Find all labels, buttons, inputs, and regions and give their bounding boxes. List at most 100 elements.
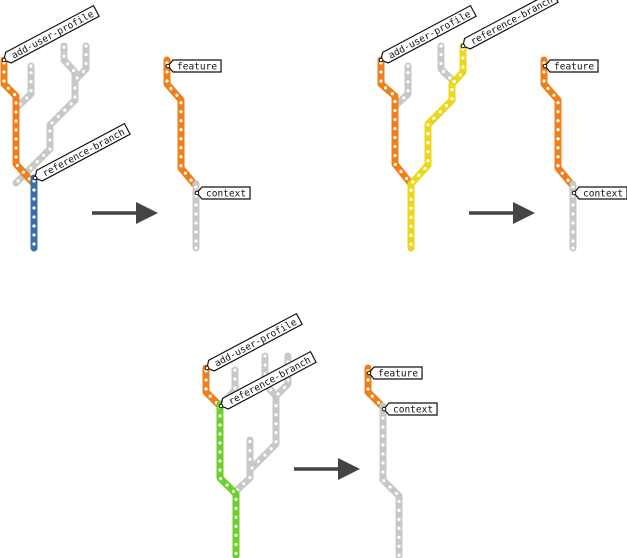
commit-dot	[194, 246, 198, 250]
commit-dot	[62, 45, 66, 49]
commit-dot	[417, 173, 421, 177]
commit-dot	[179, 101, 183, 105]
commit-dot	[218, 423, 222, 427]
commit-dot	[546, 86, 550, 91]
commit-dot	[571, 221, 575, 225]
commit-dot	[409, 233, 413, 237]
commit-dot	[542, 70, 546, 74]
branch-line	[407, 42, 467, 252]
commit-dot	[381, 470, 385, 474]
commit-dot	[248, 475, 252, 480]
commit-dot	[204, 387, 208, 391]
commit-dot	[231, 489, 236, 494]
commit-dot	[393, 162, 397, 167]
branch-label-flag	[196, 186, 251, 200]
panel-top-left-after: feature context	[163, 56, 251, 252]
commit-dots	[2, 61, 36, 186]
commit-dot	[32, 233, 36, 237]
commit-dot	[218, 432, 222, 436]
commit-dot	[73, 86, 77, 90]
commit-dot	[393, 144, 397, 149]
branch-line	[391, 62, 412, 110]
commit-dot	[406, 64, 410, 68]
branch-label-pin	[460, 43, 466, 49]
commit-dot	[194, 239, 198, 243]
branch-label-text: context	[206, 189, 246, 200]
commit-dot	[175, 93, 179, 97]
commit-dot	[14, 137, 18, 141]
commit-dot	[62, 54, 66, 58]
commit-dot	[179, 164, 183, 168]
commit-dot	[441, 69, 446, 74]
right-arrow-icon	[136, 202, 158, 224]
transition-arrow	[92, 202, 158, 224]
commit-dot	[32, 224, 36, 228]
commit-dot	[379, 70, 383, 74]
branch-label-flag	[368, 366, 423, 380]
commit-dot	[556, 110, 560, 114]
branch-label-text: reference-branch	[227, 355, 313, 408]
commit-dot	[556, 137, 560, 141]
commit-dot	[219, 477, 223, 481]
commit-dot	[35, 160, 39, 164]
panel-top-right-before: add-user-profile reference-branch	[377, 0, 559, 252]
branch-line	[379, 402, 403, 558]
commit-dot	[560, 171, 564, 175]
commit-dots	[542, 61, 575, 188]
commit-dot	[444, 103, 449, 108]
commit-dot	[406, 89, 410, 93]
commit-dot	[234, 515, 238, 519]
commit-dot	[13, 93, 17, 97]
commit-dot	[370, 394, 374, 398]
commit-dot	[409, 224, 413, 228]
commit-dot	[2, 70, 6, 74]
commit-dot	[411, 180, 415, 184]
commit-dot	[571, 239, 575, 243]
commit-dot	[29, 71, 33, 75]
commit-dot	[381, 452, 385, 456]
commit-dot	[461, 56, 465, 60]
commit-dot	[426, 123, 430, 127]
commit-dot	[394, 491, 399, 496]
branch-label: reference-branch	[460, 0, 559, 50]
commit-dot	[438, 110, 442, 114]
commit-dot	[393, 99, 397, 104]
commit-dot	[461, 65, 465, 69]
commit-dot	[423, 166, 427, 171]
commit-dot	[29, 166, 33, 170]
commit-dot	[179, 146, 183, 150]
commit-dot	[556, 101, 560, 105]
commit-dot	[556, 119, 560, 123]
branch-label-pin	[378, 57, 384, 63]
commit-dot	[556, 146, 560, 150]
commit-dot	[63, 108, 67, 112]
commit-dot	[268, 388, 273, 392]
commit-dot	[194, 203, 198, 207]
commit-dot	[234, 524, 238, 528]
commit-dot	[169, 86, 173, 91]
commit-dot	[397, 553, 401, 557]
commit-dot	[397, 508, 401, 512]
commit-dot	[409, 197, 413, 201]
commit-dot	[439, 52, 443, 57]
commit-dot	[234, 551, 238, 555]
commit-dot	[73, 95, 77, 99]
commit-dot	[397, 535, 401, 539]
commit-dot	[263, 354, 267, 358]
commit-dot	[452, 79, 456, 84]
commit-dot	[409, 215, 413, 219]
commit-dot	[179, 119, 183, 123]
commit-dot	[194, 230, 198, 234]
commit-dots	[409, 47, 465, 246]
commit-dot	[14, 119, 18, 123]
commit-dot	[16, 179, 20, 183]
commit-dot	[233, 386, 237, 390]
commit-dot	[179, 137, 183, 141]
commit-dot	[248, 457, 252, 462]
commit-dot	[84, 52, 88, 57]
commit-dot	[194, 221, 198, 225]
branch-label-pin	[32, 175, 38, 181]
panel-bottom-before: add-user-profile reference-branch	[202, 312, 317, 558]
commit-dot	[571, 212, 575, 216]
branch-label-flag	[167, 59, 222, 73]
